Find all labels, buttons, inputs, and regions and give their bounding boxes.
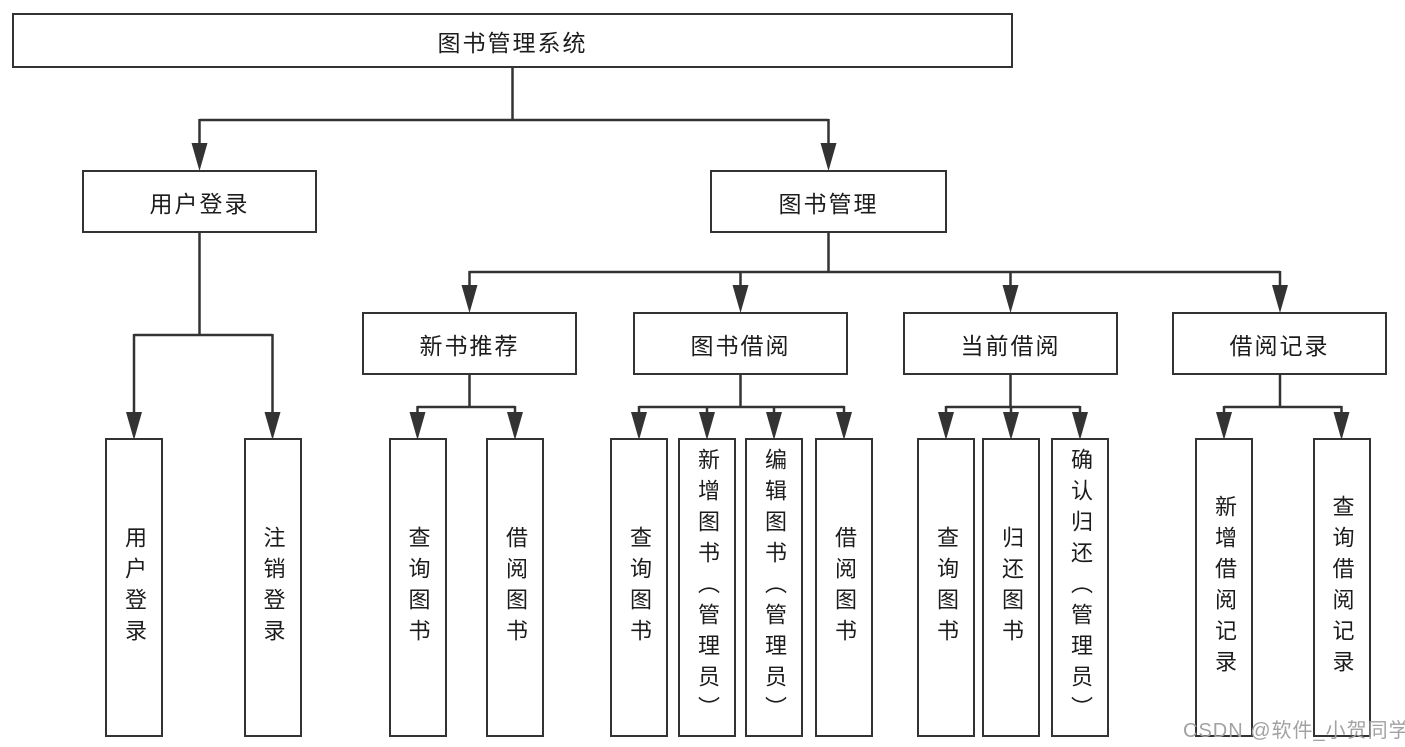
node-leaf-add-borrow-record: 新增借阅记录: [1195, 438, 1253, 737]
node-library-management-system: 图书管理系统: [12, 13, 1013, 68]
node-leaf-return-books: 归还图书: [982, 438, 1040, 737]
node-leaf-borrow-books-recommend: 借阅图书: [486, 438, 544, 737]
node-leaf-query-books-recommend: 查询图书: [388, 438, 447, 737]
node-borrow-records: 借阅记录: [1172, 312, 1387, 375]
node-leaf-query-books-borrow: 查询图书: [610, 438, 668, 737]
node-leaf-edit-books-admin: 编辑图书（管理员）: [745, 438, 803, 737]
node-leaf-query-borrow-record: 查询借阅记录: [1312, 438, 1371, 737]
node-book-management: 图书管理: [710, 170, 947, 233]
node-current-borrow: 当前借阅: [903, 312, 1118, 375]
node-user-login: 用户登录: [82, 170, 317, 233]
node-leaf-confirm-return-admin: 确认归还（管理员）: [1051, 438, 1109, 737]
node-book-borrow: 图书借阅: [633, 312, 848, 375]
node-leaf-query-books-current: 查询图书: [917, 438, 975, 737]
node-new-book-recommend: 新书推荐: [362, 312, 577, 375]
node-leaf-add-books-admin: 新增图书（管理员）: [678, 438, 736, 737]
csdn-watermark: CSDN @软件_小贺同学: [1183, 720, 1405, 742]
node-leaf-logout: 注销登录: [243, 438, 302, 737]
node-leaf-borrow-books: 借阅图书: [815, 438, 873, 737]
node-leaf-user-login: 用户登录: [105, 438, 163, 737]
